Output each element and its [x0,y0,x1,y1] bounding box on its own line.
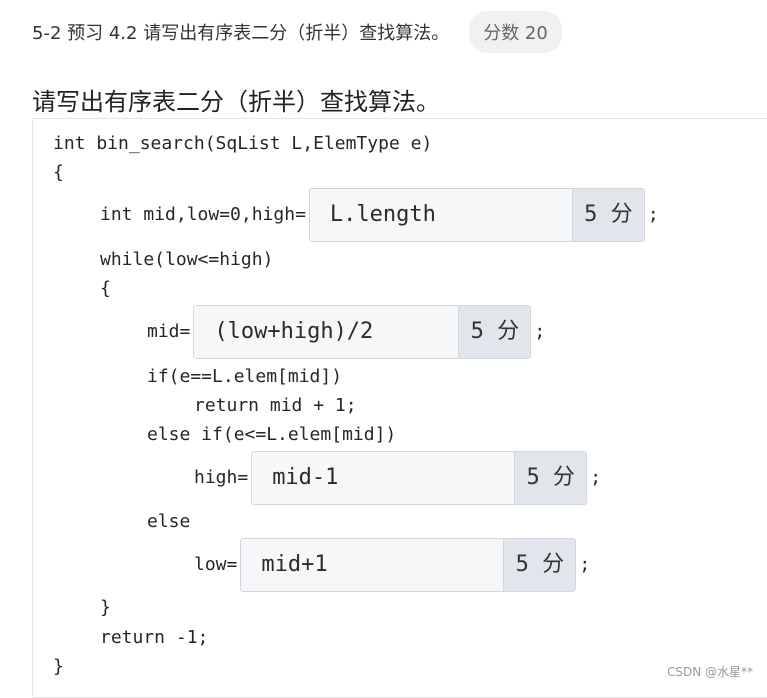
statement-semicolon: ; [647,204,659,225]
code-panel: int bin_search(SqList L,ElemType e) { in… [32,118,767,698]
statement-semicolon: ; [579,554,591,575]
code-line-declaration: int mid,low=0,high= L.length 5 分 ; [100,188,659,242]
statement-semicolon: ; [534,321,546,342]
code-line-while: while(low<=high) [100,249,274,270]
blank-points: 5 分 [571,189,644,241]
declaration-prefix: int mid,low=0,high= [100,204,306,225]
question-title: 5-2 预习 4.2 请写出有序表二分（折半）查找算法。 [32,23,450,44]
code-line-while-close-brace: } [100,597,111,618]
low-prefix: low= [194,554,238,575]
code-line-high: high= mid-1 5 分 ; [194,451,601,505]
code-line-return-fail: return -1; [100,627,209,648]
blank-points: 5 分 [514,452,587,504]
blank-answer-text[interactable]: (low+high)/2 [214,319,374,344]
code-line-low: low= mid+1 5 分 ; [194,538,590,592]
code-line-else-if: else if(e<=L.elem[mid]) [147,424,397,445]
answer-blank-mid[interactable]: (low+high)/2 5 分 [193,305,532,359]
blank-answer-text[interactable]: mid+1 [261,552,328,577]
blank-answer-text[interactable]: mid-1 [272,465,339,490]
code-line-close-brace: } [53,656,64,677]
code-line-else: else [147,511,191,532]
code-line-while-open-brace: { [100,278,111,299]
answer-blank-low[interactable]: mid+1 5 分 [240,538,577,592]
answer-blank-high[interactable]: mid-1 5 分 [251,451,588,505]
blank-points: 5 分 [458,306,531,358]
question-prompt: 请写出有序表二分（折半）查找算法。 [32,88,440,116]
mid-prefix: mid= [147,321,191,342]
statement-semicolon: ; [590,467,602,488]
question-header: 5-2 预习 4.2 请写出有序表二分（折半）查找算法。 分数 20 [32,11,562,53]
blank-points: 5 分 [503,539,576,591]
answer-blank-high-init[interactable]: L.length 5 分 [308,188,645,242]
score-badge: 分数 20 [469,11,562,53]
code-line-mid: mid= (low+high)/2 5 分 ; [147,305,545,359]
blank-answer-text[interactable]: L.length [329,202,436,227]
code-line-signature: int bin_search(SqList L,ElemType e) [53,133,433,154]
code-line-if: if(e==L.elem[mid]) [147,366,343,387]
watermark: CSDN @水星** [666,665,753,679]
high-prefix: high= [194,467,249,488]
code-line-open-brace: { [53,162,64,183]
code-line-return-mid: return mid + 1; [194,395,357,416]
